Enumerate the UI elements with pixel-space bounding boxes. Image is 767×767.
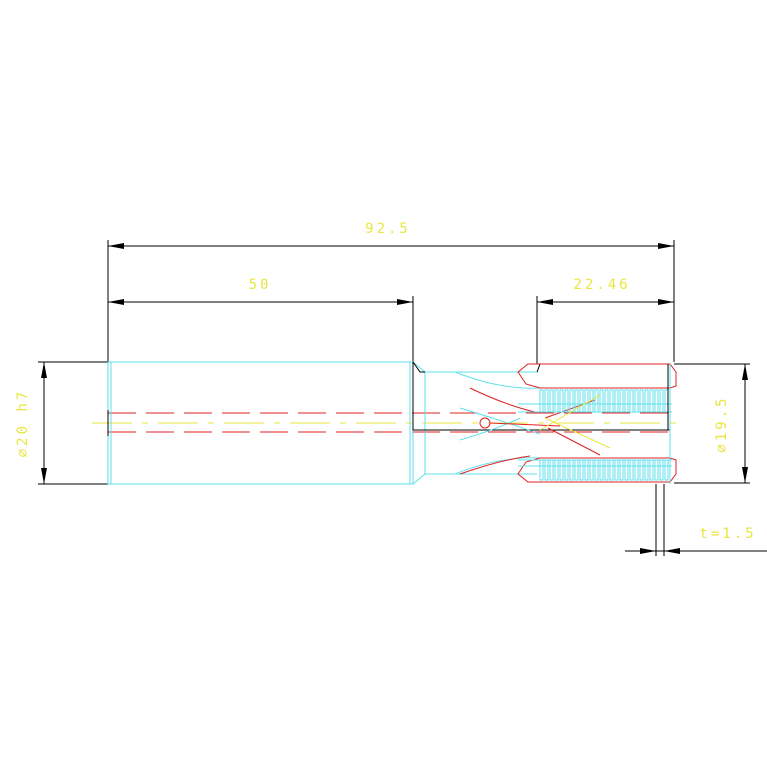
thread-tooth bbox=[639, 459, 644, 481]
thread-tooth bbox=[609, 389, 614, 413]
thread-tooth bbox=[634, 389, 639, 413]
tip-outline bbox=[539, 364, 671, 484]
thread-tooth bbox=[644, 459, 649, 481]
thread-tooth bbox=[579, 389, 584, 413]
dim-thread-diameter-label: ∅19.5 bbox=[714, 395, 730, 452]
thread-tooth bbox=[554, 389, 559, 413]
thread-tooth bbox=[559, 459, 564, 481]
thread-tooth bbox=[544, 459, 549, 481]
thread-tooth bbox=[624, 459, 629, 481]
thread-tooth bbox=[599, 389, 604, 413]
thread-tooth bbox=[634, 459, 639, 481]
thread-tooth bbox=[664, 459, 669, 481]
thread-tooth bbox=[644, 389, 649, 413]
dim-shank-diameter: ∅20 h7 bbox=[15, 361, 108, 485]
thread-tooth bbox=[544, 389, 549, 413]
thread-tooth bbox=[619, 459, 624, 481]
dim-shank-length-label: 50 bbox=[249, 277, 272, 293]
thread-tooth bbox=[629, 389, 634, 413]
thread-tooth bbox=[584, 389, 589, 413]
thread-tooth bbox=[624, 389, 629, 413]
thread-tooth bbox=[599, 459, 604, 481]
thread-tooth bbox=[569, 459, 574, 481]
thread-bottom bbox=[539, 459, 669, 481]
thread-tooth bbox=[604, 459, 609, 481]
thread-tooth bbox=[559, 389, 564, 413]
dim-pitch-label: t=1.5 bbox=[699, 526, 756, 542]
thread-tooth bbox=[564, 389, 569, 413]
centerlines bbox=[92, 412, 684, 433]
dim-overall-length: 92.5 bbox=[107, 221, 675, 362]
thread-tooth bbox=[654, 389, 659, 413]
thread-tooth bbox=[574, 459, 579, 481]
thread-tooth bbox=[579, 459, 584, 481]
thread-tooth bbox=[549, 389, 554, 413]
thread-tooth bbox=[614, 459, 619, 481]
thread-tooth bbox=[539, 459, 544, 481]
thread-tooth bbox=[614, 389, 619, 413]
thread-top bbox=[518, 389, 672, 467]
thread-tooth bbox=[604, 389, 609, 413]
thread-tooth bbox=[609, 459, 614, 481]
dim-shank-length: 50 bbox=[108, 277, 414, 362]
dim-thread-length: 22.46 bbox=[536, 277, 674, 364]
thread-tooth bbox=[594, 389, 599, 413]
thread-tooth bbox=[649, 459, 654, 481]
thread-tooth bbox=[564, 459, 569, 481]
dim-thread-length-label: 22.46 bbox=[573, 277, 630, 293]
dim-overall-length-label: 92.5 bbox=[365, 221, 411, 237]
thread-tooth bbox=[659, 459, 664, 481]
dim-thread-diameter: ∅19.5 bbox=[674, 363, 750, 484]
dim-pitch: t=1.5 bbox=[625, 484, 767, 556]
thread-tooth bbox=[539, 389, 544, 413]
thread-tooth bbox=[659, 389, 664, 413]
thread-tooth bbox=[584, 459, 589, 481]
thread-tooth bbox=[619, 389, 624, 413]
dim-shank-diameter-label: ∅20 h7 bbox=[15, 389, 31, 458]
thread-tooth bbox=[654, 459, 659, 481]
thread-tooth bbox=[594, 459, 599, 481]
thread-tooth bbox=[629, 459, 634, 481]
thread-tooth bbox=[589, 459, 594, 481]
thread-tooth bbox=[639, 389, 644, 413]
thread-tooth bbox=[549, 459, 554, 481]
thread-tooth bbox=[554, 459, 559, 481]
thread-tooth bbox=[649, 389, 654, 413]
